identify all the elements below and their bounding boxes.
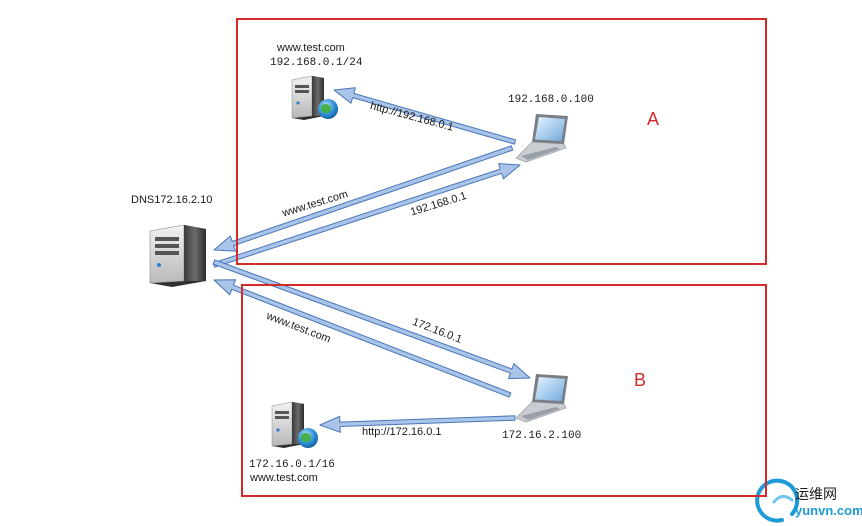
client-b-laptop-icon xyxy=(515,374,568,423)
zone-a-letter: A xyxy=(647,109,660,129)
arrow-client-a-to-dns xyxy=(213,145,514,252)
zone-b-letter: B xyxy=(634,370,647,390)
dns-server-icon xyxy=(149,224,206,287)
arrow-client-b-to-dns xyxy=(213,279,512,398)
client-b-ip-label: 172.16.2.100 xyxy=(502,430,582,442)
server-b-icon xyxy=(271,401,318,448)
arrow-client-a-to-server-a xyxy=(333,87,517,145)
client-a-ip-label: 192.168.0.100 xyxy=(508,94,594,106)
client-a-laptop-icon xyxy=(515,114,568,163)
watermark-url-text: yunvn.com xyxy=(795,503,862,518)
dns-server-label: DNS172.16.2.10 xyxy=(131,194,213,206)
zone-a-box xyxy=(236,18,767,265)
watermark-cn-text: 运维网 xyxy=(795,486,837,502)
arrows-layer xyxy=(212,87,531,433)
server-b-ip-label: 172.16.0.1/16 xyxy=(249,459,335,471)
arrow-dns-to-client-a xyxy=(212,163,521,268)
server-a-icon xyxy=(291,75,338,120)
arrow-dns-to-client-b xyxy=(212,259,531,380)
arrow-client-b-to-server-b xyxy=(319,415,516,433)
arrow-label-client-b-to-server-b: http://172.16.0.1 xyxy=(362,426,442,438)
server-b-domain-label: www.test.com xyxy=(250,472,318,484)
zone-b-box xyxy=(241,284,767,497)
server-a-domain-label: www.test.com xyxy=(277,42,345,54)
server-a-ip-label: 192.168.0.1/24 xyxy=(270,57,363,69)
